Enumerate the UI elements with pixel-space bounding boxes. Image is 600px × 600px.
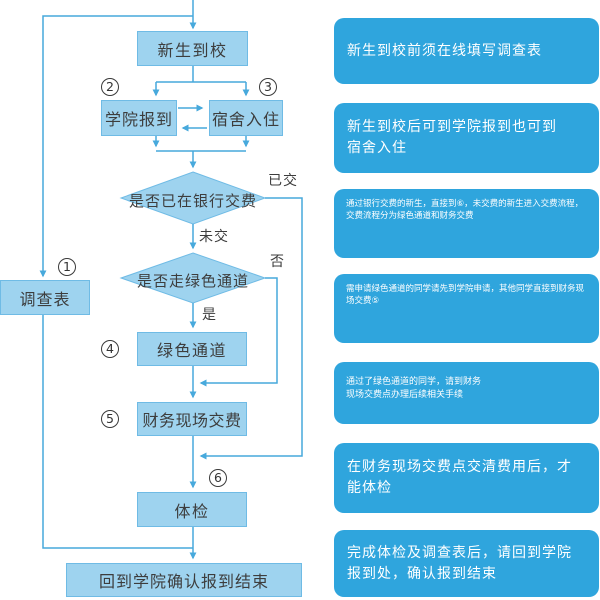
node-green-channel: 绿色通道: [137, 332, 247, 366]
note-green-channel-followup: 通过了绿色通道的同学，请到财务 现场交费点办理后续相关手续: [334, 362, 599, 424]
step-circle-4: 4: [101, 340, 119, 358]
edge-label-no: 否: [270, 254, 285, 270]
note-confirm-finish: 完成体检及调查表后，请回到学院 报到处，确认报到结束: [334, 530, 599, 597]
note-survey-online: 新生到校前须在线填写调查表: [334, 18, 599, 84]
node-dorm-checkin: 宿舍入住: [209, 100, 283, 136]
node-physical-exam: 体检: [137, 492, 247, 527]
note-pay-before-exam: 在财务现场交费点交清费用后，才 能体检: [334, 443, 599, 513]
node-arrive: 新生到校: [137, 31, 248, 66]
step-circle-6: 6: [209, 469, 227, 487]
node-finish: 回到学院确认报到结束: [66, 563, 302, 597]
note-bank-payment: 通过银行交费的新生，直接到⑥，未交费的新生进入交费流程， 交费流程分为绿色通道和…: [334, 189, 599, 258]
step-circle-3: 3: [259, 78, 277, 96]
edge-label-paid: 已交: [268, 173, 298, 189]
step-circle-2: 2: [101, 78, 119, 96]
decision-bank-paid: 是否已在银行交费: [128, 192, 257, 210]
node-college-register: 学院报到: [101, 100, 177, 136]
node-survey-form: 调查表: [0, 280, 90, 315]
decision-green-channel: 是否走绿色通道: [136, 272, 249, 290]
edge-label-yes: 是: [202, 307, 217, 323]
node-onsite-payment: 财务现场交费: [137, 402, 247, 436]
edge-label-unpaid: 未交: [199, 229, 229, 245]
note-green-channel-apply: 需申请绿色通道的同学请先到学院申请，其他同学直接到财务现 场交费⑤: [334, 274, 599, 343]
step-circle-1: 1: [58, 258, 76, 276]
note-register-or-dorm: 新生到校后可到学院报到也可到 宿舍入住: [334, 103, 599, 173]
step-circle-5: 5: [101, 410, 119, 428]
